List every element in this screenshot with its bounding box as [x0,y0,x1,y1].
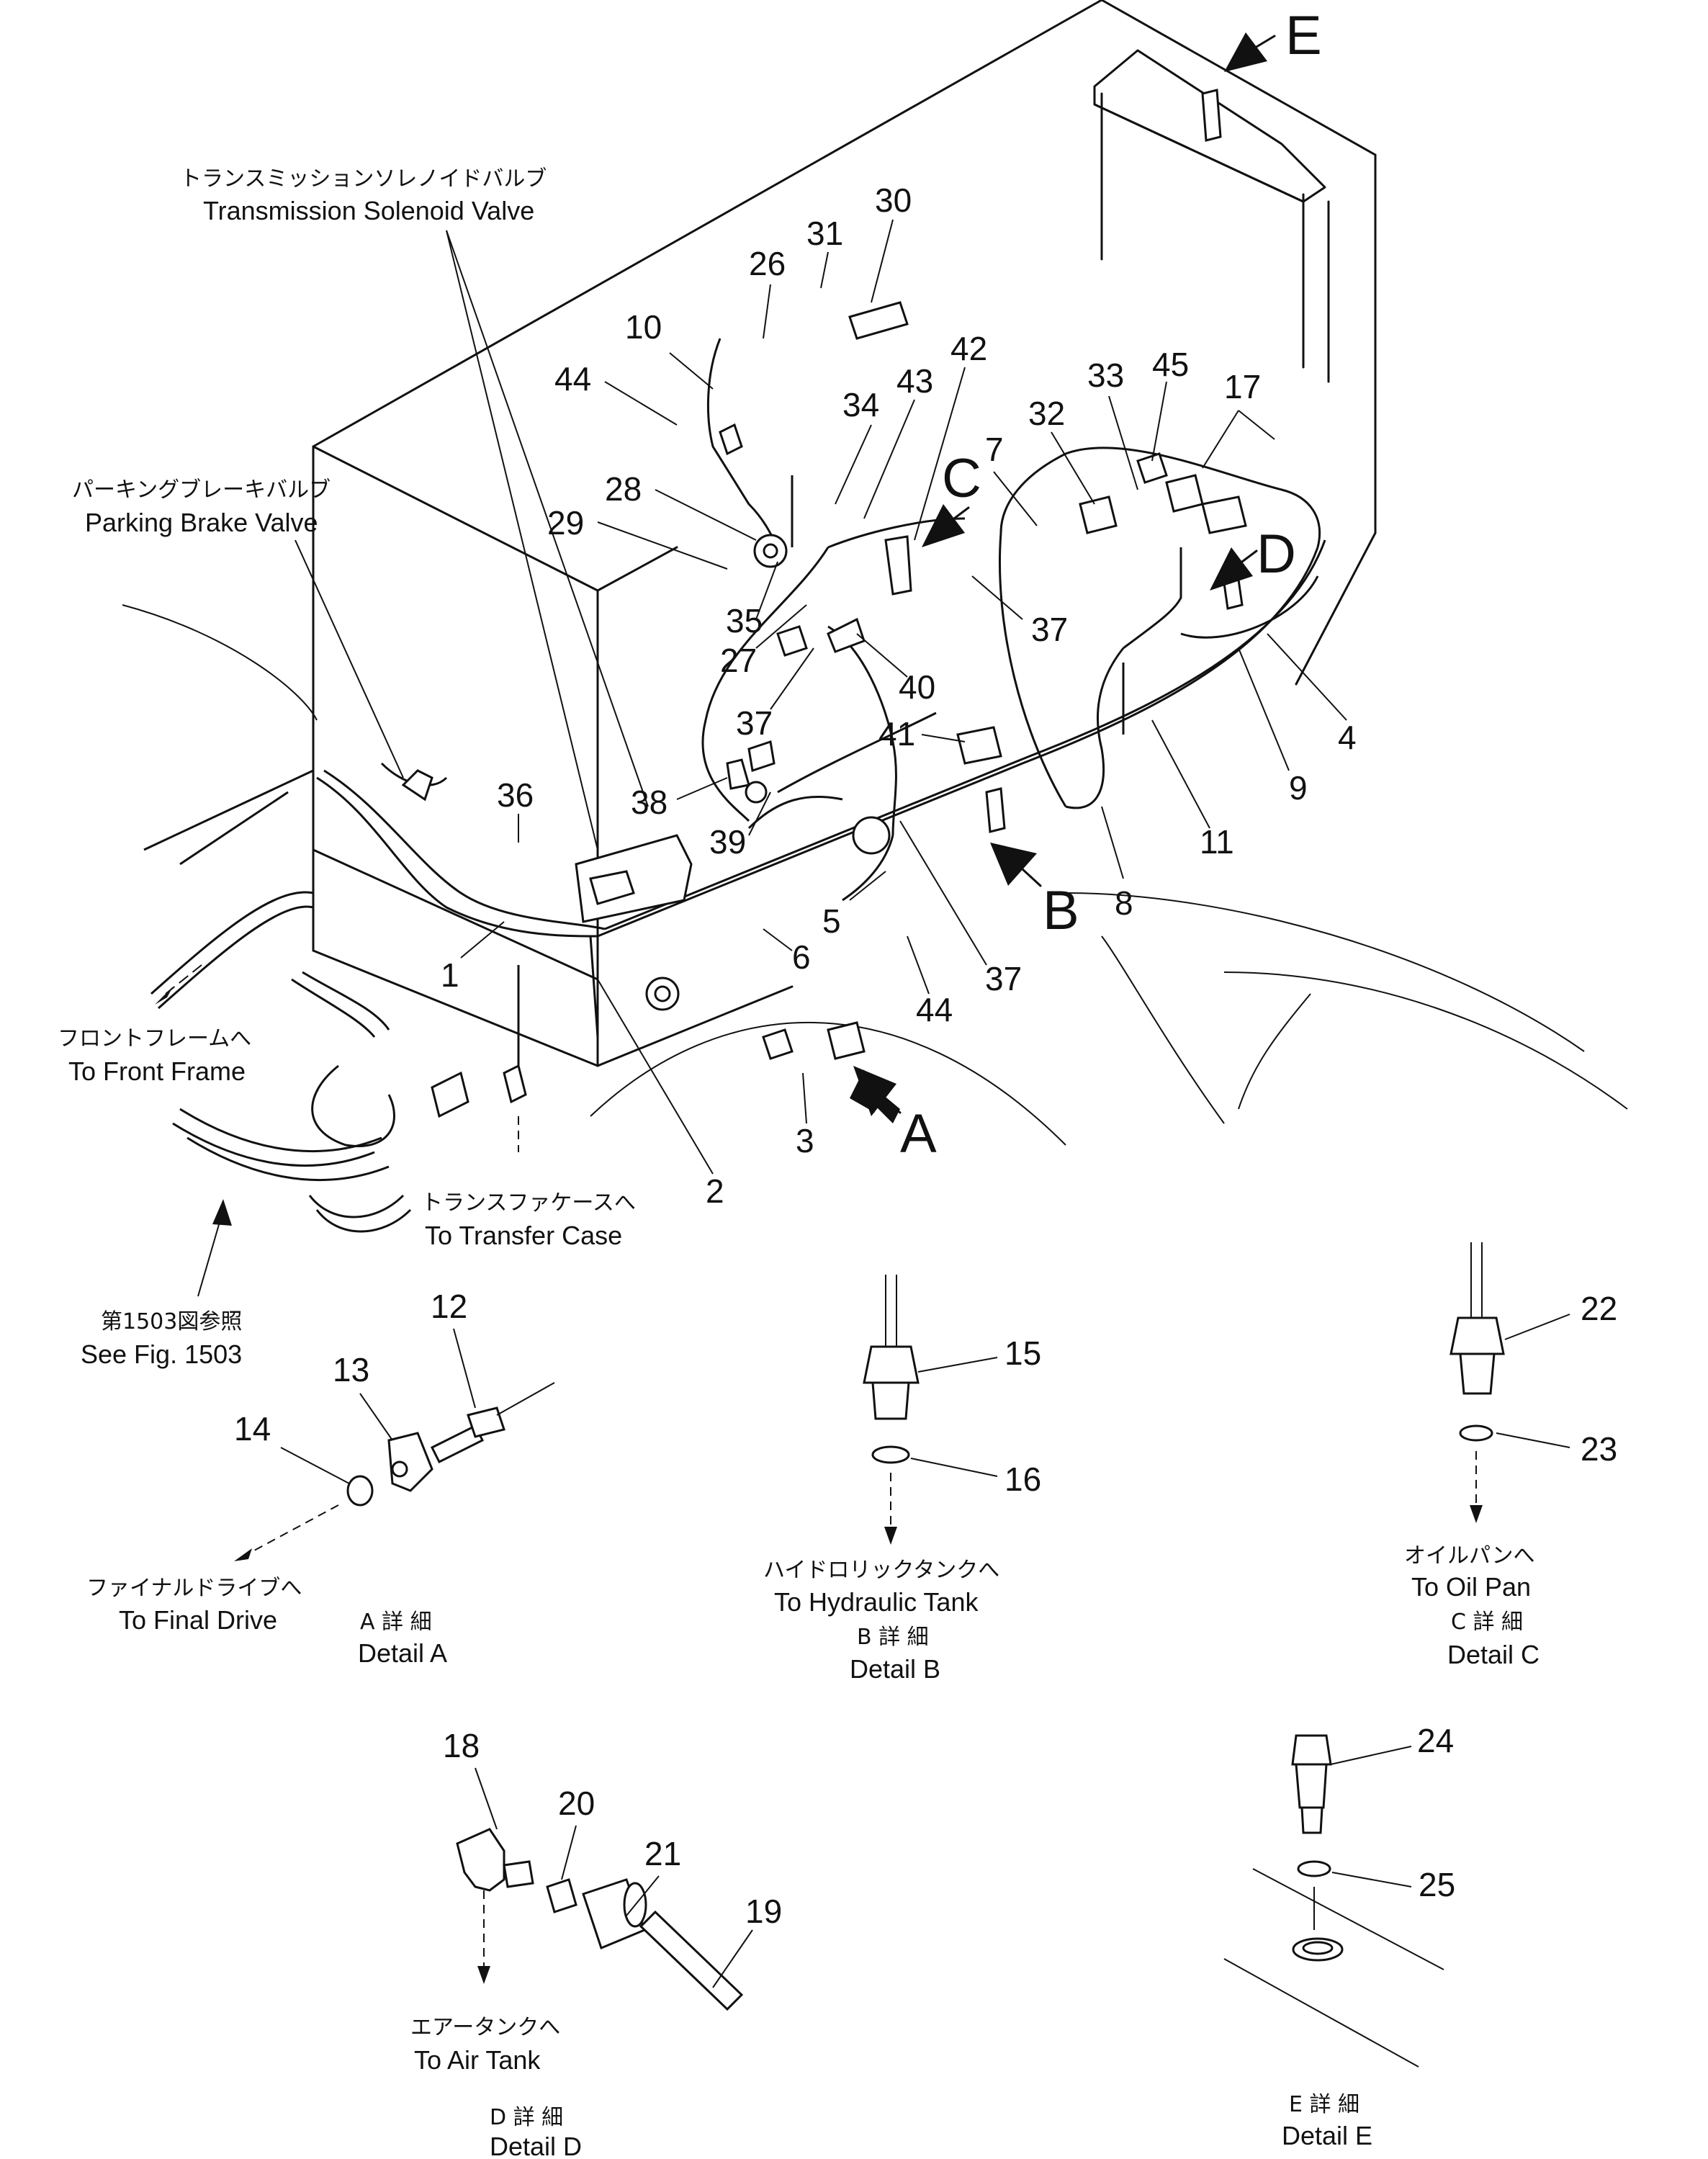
part-number: 4 [1338,719,1357,756]
part-number: 32 [1028,395,1065,432]
detail-b-title-en: Detail B [850,1654,940,1684]
part-number: 6 [792,938,811,976]
final-drive-label-en: To Final Drive [119,1605,277,1635]
oil-pan-label-en: To Oil Pan [1411,1572,1531,1602]
part-number: 18 [443,1727,480,1764]
part-number: 38 [631,784,668,821]
transfer-case-label-jp: トランスファケースへ [421,1190,636,1216]
part-number: 37 [736,704,773,742]
part-number: 31 [806,215,843,252]
arrow-a-head [853,1066,896,1116]
front-frame-label-jp: フロントフレームへ [58,1026,251,1051]
part-number: 36 [497,776,534,814]
detail-letter-b: B [1043,880,1079,941]
hydraulic-tank-label-jp: ハイドロリックタンクへ [763,1558,999,1583]
transmission-solenoid-label-en: Transmission Solenoid Valve [203,196,534,225]
detail-d-title-en: Detail D [490,2132,582,2159]
part-number: 13 [333,1351,369,1388]
part-number: 12 [431,1288,467,1325]
part-number: 19 [745,1893,782,1930]
part-number: 34 [842,386,879,423]
part-number: 42 [950,330,987,367]
detail-c-title-en: Detail C [1447,1640,1540,1669]
detail-letter-d: D [1257,524,1296,585]
part-number: 16 [1004,1460,1041,1498]
air-tank-label-jp: エアータンクへ [410,2015,560,2040]
detail-d: 18 20 21 19 エアータンクへ To Air Tank D 詳 細 De… [410,1727,782,2159]
front-frame-label-en: To Front Frame [68,1056,246,1086]
detail-e-title-jp: E 詳 細 [1289,2092,1359,2117]
part-number: 41 [878,715,915,753]
see-fig-label-en: See Fig. 1503 [81,1339,242,1369]
part-number: 33 [1087,356,1124,394]
part-number: 3 [796,1122,814,1159]
leader-lines [460,219,1347,1175]
part-number: 9 [1289,769,1308,807]
part-number: 14 [234,1410,271,1447]
detail-e-title-en: Detail E [1282,2121,1372,2150]
part-number: 11 [1200,823,1234,861]
components [401,301,1247,1118]
part-number: 27 [720,642,757,679]
part-number: 25 [1419,1866,1455,1903]
detail-pointers: A B C D E [850,5,1322,1164]
part-number: 5 [822,902,841,940]
see-fig-label-jp: 第1503図参照 [101,1309,242,1334]
part-number: 45 [1152,346,1189,383]
tank-body [312,0,1377,1067]
detail-a-title-en: Detail A [358,1638,447,1668]
part-number: 28 [605,470,642,508]
part-number: 24 [1417,1722,1454,1759]
detail-c-title-jp: C 詳 細 [1451,1610,1523,1635]
part-number: 44 [916,991,953,1028]
part-number: 15 [1004,1334,1041,1372]
part-number: 7 [985,431,1004,468]
part-number: 23 [1581,1430,1617,1468]
final-drive-label-jp: ファイナルドライブへ [86,1576,302,1601]
detail-a-title-jp: A 詳 細 [360,1610,432,1635]
transfer-case-label-en: To Transfer Case [425,1221,622,1250]
part-number: 8 [1115,884,1133,922]
part-number: 44 [554,360,591,398]
detail-a: 12 13 14 ファイナルドライブへ To Final Drive A 詳 細… [86,1288,555,1668]
parking-brake-label-en: Parking Brake Valve [85,508,318,537]
detail-letter-e: E [1285,5,1322,66]
oil-pan-label-jp: オイルパンへ [1404,1543,1535,1568]
part-number: 30 [875,181,912,219]
part-number: 22 [1581,1290,1617,1327]
part-number: 20 [558,1785,595,1822]
parking-brake-label-jp: パーキングブレーキバルブ [72,477,331,503]
tire-arcs [122,604,1628,1146]
part-number: 35 [726,602,763,639]
part-number: 21 [644,1835,681,1872]
detail-b-title-jp: B 詳 細 [857,1625,929,1650]
part-number: 1 [441,956,459,994]
part-number-labels: 1 2 3 4 5 6 7 8 9 10 11 17 26 27 28 29 3… [441,181,1357,1210]
detail-letter-a: A [900,1103,937,1164]
part-number: 2 [706,1172,724,1210]
part-number: 39 [709,823,746,861]
radiator-frame [1093,49,1326,203]
arrow-e-icon [1224,32,1267,72]
arrow-c-icon [922,504,965,547]
part-number: 37 [1031,611,1068,648]
part-number: 26 [749,245,786,282]
part-number: 17 [1224,368,1261,405]
detail-letter-c: C [942,448,981,509]
hydraulic-tank-label-en: To Hydraulic Tank [774,1587,979,1617]
detail-d-title-jp: D 詳 細 [490,2105,563,2130]
callouts: トランスミッションソレノイドバルブ Transmission Solenoid … [58,166,649,1369]
arrow-b-icon [990,843,1037,886]
part-number: 43 [896,362,933,400]
detail-c: 22 23 オイルパンへ To Oil Pan C 詳 細 Detail C [1404,1242,1617,1669]
detail-b: 15 16 ハイドロリックタンクへ To Hydraulic Tank B 詳 … [763,1275,1041,1684]
air-tank-label-en: To Air Tank [414,2045,541,2075]
part-number: 37 [985,960,1022,997]
transmission-solenoid-label-jp: トランスミッションソレノイドバルブ [180,166,547,192]
part-number: 10 [625,308,662,346]
detail-e: 24 25 E 詳 細 Detail E [1223,1722,1455,2150]
arrow-d-icon [1210,547,1253,591]
